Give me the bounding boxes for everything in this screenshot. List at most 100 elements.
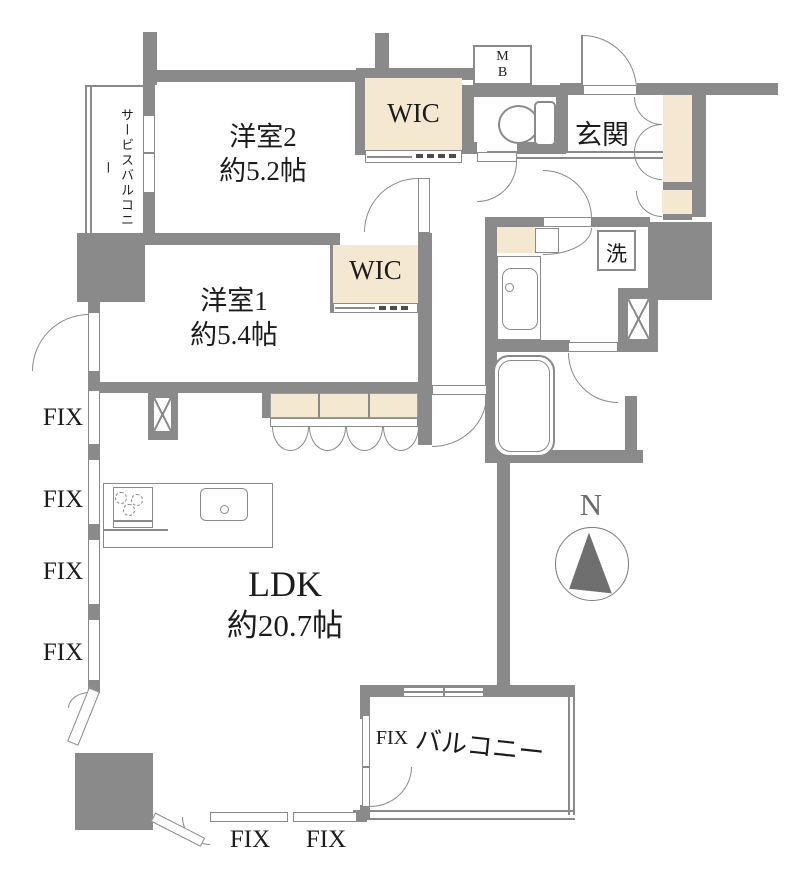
- wall-segment: [560, 83, 583, 95]
- stove-burner: [131, 494, 143, 506]
- wic-upper-fill: [365, 78, 462, 153]
- wall-segment: [88, 372, 100, 392]
- balcony-door-leaf: [362, 767, 370, 807]
- track-line: [367, 156, 412, 158]
- wall-segment: [88, 605, 100, 619]
- laundry-label: 洗: [606, 242, 627, 266]
- ldk-door-leaf: [432, 385, 487, 395]
- shoe-cabinet: [663, 95, 692, 182]
- fix-label-left: FIX: [42, 404, 84, 431]
- fix-window: [210, 812, 288, 822]
- washroom-door-leaf: [543, 217, 592, 227]
- fix-window: [88, 619, 100, 681]
- wall-segment: [692, 95, 706, 217]
- ldk-name: LDK: [248, 564, 322, 604]
- balcony-rail: [370, 818, 575, 820]
- wic-lower-fill: [333, 245, 418, 303]
- bedroom2-label: 洋室2 約5.2帖: [163, 120, 363, 188]
- window-tick: [143, 152, 155, 154]
- wall-segment: [625, 396, 637, 463]
- bedroom2-name: 洋室2: [229, 122, 297, 152]
- closet-divider: [318, 393, 320, 418]
- washroom-cabinet: [497, 227, 535, 253]
- washbasin-faucet: [505, 283, 514, 292]
- shoe-door-arc: [636, 191, 662, 217]
- kitchen-faucet: [220, 505, 229, 514]
- bedroom1-area: 約5.4帖: [190, 320, 278, 350]
- wall-segment: [150, 70, 375, 82]
- wall-segment: [663, 182, 692, 190]
- track-dash: [390, 306, 397, 310]
- wall-segment: [100, 382, 432, 393]
- closet-track: [270, 418, 418, 427]
- pillar: [75, 753, 153, 830]
- wall-segment: [418, 385, 432, 445]
- folding-door-scallop: [383, 427, 419, 451]
- balcony-sliding-tick: [443, 688, 445, 696]
- folding-door-scallop: [309, 427, 346, 451]
- wall-segment: [458, 142, 477, 154]
- compass-north-label: N: [579, 487, 603, 522]
- fix-window: [88, 539, 100, 605]
- wall-segment: [637, 83, 778, 95]
- closet-fill: [270, 393, 418, 418]
- wall-segment: [663, 214, 692, 220]
- track-line: [335, 307, 375, 309]
- service-balcony-rail: [90, 85, 92, 235]
- bedroom2-area: 約5.2帖: [219, 156, 307, 186]
- wall-segment: [360, 697, 370, 719]
- pipe-shaft: [627, 298, 650, 340]
- wall-segment: [485, 340, 570, 352]
- bedroom1-door-leaf: [88, 312, 100, 372]
- bedroom1-name: 洋室1: [200, 286, 268, 316]
- track-dash: [449, 154, 456, 158]
- stove-grill: [113, 521, 153, 528]
- balcony-label: バルコニー: [413, 725, 546, 768]
- washroom-door-arc: [543, 170, 592, 218]
- bath-door-leaf: [568, 342, 618, 352]
- toilet-tank: [534, 101, 556, 146]
- fix-label-bottom: FIX: [305, 826, 347, 853]
- fix-window: [88, 459, 100, 525]
- pillar: [77, 233, 145, 302]
- wic-lower-label: WIC: [349, 255, 402, 285]
- toilet-door-arc: [477, 162, 517, 202]
- bedroom1-door-arc: [32, 314, 89, 371]
- ldk-door-arc: [432, 395, 487, 447]
- fix-window-balcony: [362, 715, 370, 767]
- pipe-shaft: [153, 397, 172, 432]
- fix-window: [293, 812, 357, 822]
- fix-label-left: FIX: [42, 639, 84, 666]
- track-dash: [438, 154, 445, 158]
- ldk-area: 約20.7帖: [226, 608, 344, 643]
- balcony-rail: [370, 810, 575, 812]
- stove-burner: [123, 504, 135, 516]
- track-dash: [416, 154, 423, 158]
- wall-segment: [462, 85, 474, 152]
- wic-lower-sliding-track: [333, 303, 418, 313]
- wic-upper-sliding-track: [365, 150, 462, 163]
- balcony-rail: [568, 697, 570, 815]
- fix-window: [88, 390, 100, 445]
- balcony-rail: [573, 697, 575, 815]
- wall-segment: [355, 77, 367, 155]
- fix-label-left: FIX: [42, 486, 84, 513]
- entrance-threshold: [487, 157, 663, 159]
- wall-segment: [497, 463, 510, 688]
- shoe-door-arc: [634, 152, 662, 180]
- service-balcony-window: [143, 115, 155, 193]
- toilet-bowl: [498, 105, 539, 144]
- wall-segment: [356, 68, 474, 80]
- front-door-arc: [582, 35, 637, 90]
- balcony-door-arc: [370, 767, 412, 807]
- wall-segment: [88, 302, 100, 312]
- compass-circle: [555, 527, 629, 601]
- wall-segment: [143, 191, 155, 233]
- kitchen-counter-line: [104, 529, 168, 531]
- shoe-cabinet-small: [662, 190, 692, 214]
- wall-segment: [88, 525, 100, 539]
- track-dash: [427, 154, 434, 158]
